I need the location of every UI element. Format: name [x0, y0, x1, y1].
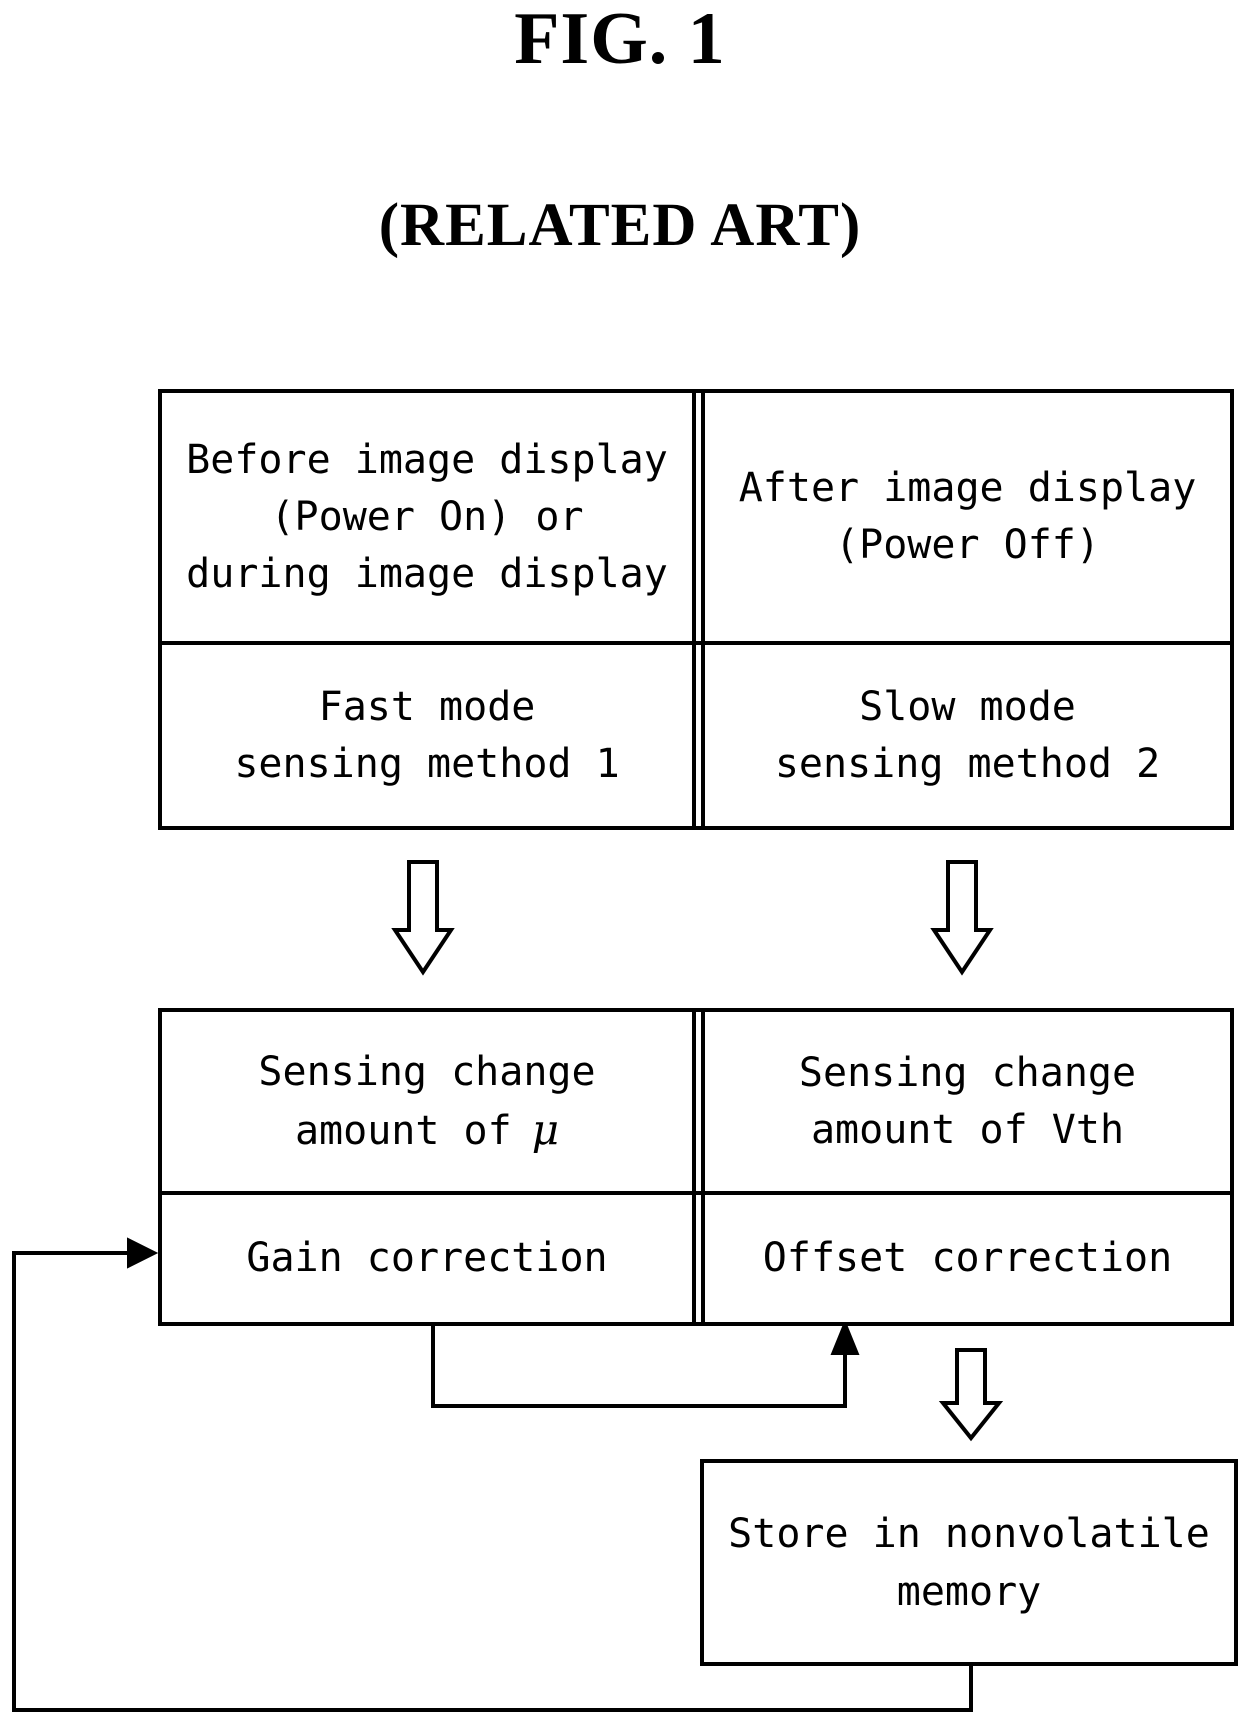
- up-arrowhead-icon: [830, 1319, 860, 1355]
- cell-line: Before image display: [186, 436, 668, 483]
- figure-title: FIG. 1: [514, 0, 726, 80]
- cell-sensing-change-mu: Sensing change amount of μ: [162, 1012, 692, 1191]
- cell-line: Sensing change: [798, 1049, 1137, 1096]
- correction-table: Sensing change amount of μ Sensing chang…: [158, 1008, 1234, 1326]
- figure-subtitle: (RELATED ART): [378, 192, 862, 259]
- down-block-arrow-fast-icon: [391, 860, 455, 976]
- cell-line: (Power On) or: [270, 493, 584, 540]
- cell-line: Fast mode: [318, 683, 536, 730]
- cell-fast-mode-sensing: Fast mode sensing method 1: [162, 645, 692, 826]
- cell-line: Sensing change: [258, 1048, 596, 1095]
- cell-line: amount of Vth: [810, 1106, 1125, 1153]
- cell-line: Gain correction: [246, 1235, 608, 1281]
- table1-row-divider: [162, 641, 1230, 645]
- cell-line: sensing method 2: [774, 740, 1161, 787]
- cell-line: sensing method 1: [234, 740, 620, 787]
- store-box-line: Store in nonvolatile: [728, 1510, 1210, 1557]
- down-block-arrow-slow-icon: [930, 860, 994, 976]
- cell-line: After image display: [738, 465, 1197, 511]
- sensing-mode-table: Before image display (Power On) or durin…: [158, 389, 1234, 830]
- cell-before-image-display: Before image display (Power On) or durin…: [162, 393, 692, 641]
- cell-gain-correction: Gain correction: [162, 1195, 692, 1322]
- cell-line: Slow mode: [859, 683, 1076, 730]
- mu-symbol: μ: [531, 1104, 560, 1154]
- table2-column-divider: [692, 1012, 705, 1322]
- store-box-line: memory: [896, 1568, 1042, 1615]
- cell-line-text: amount of: [294, 1107, 512, 1154]
- cell-line: during image display: [186, 550, 668, 597]
- cell-offset-correction: Offset correction: [705, 1195, 1230, 1322]
- gain-to-offset-connector: [431, 1318, 847, 1408]
- table2-row-divider: [162, 1191, 1230, 1195]
- cell-line: Offset correction: [762, 1235, 1173, 1281]
- down-block-arrow-store-icon: [938, 1348, 1004, 1442]
- store-nonvolatile-memory-box: Store in nonvolatile memory: [700, 1459, 1238, 1666]
- table1-column-divider: [692, 393, 705, 826]
- cell-sensing-change-vth: Sensing change amount of Vth: [705, 1012, 1230, 1191]
- cell-slow-mode-sensing: Slow mode sensing method 2: [705, 645, 1230, 826]
- cell-after-image-display: After image display (Power Off): [705, 393, 1230, 641]
- cell-line: (Power Off): [835, 522, 1100, 568]
- right-arrowhead-icon: [127, 1237, 159, 1269]
- cell-line: amount of μ: [295, 1101, 559, 1160]
